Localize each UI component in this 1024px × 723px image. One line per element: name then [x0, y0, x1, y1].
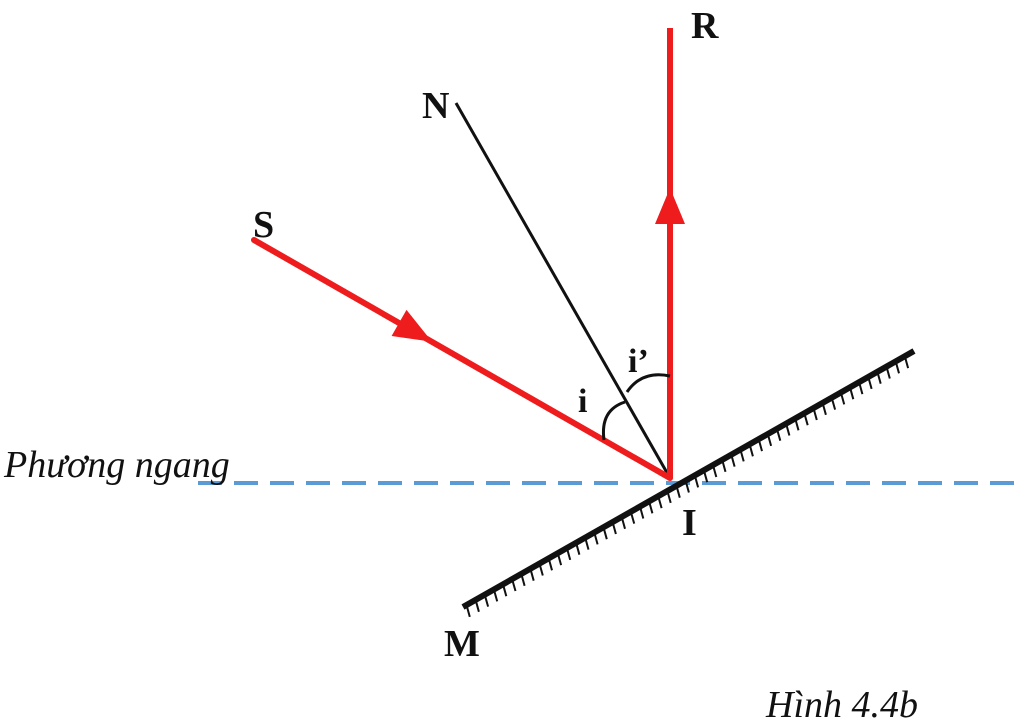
mirror-surface: [461, 348, 916, 610]
label-horizontal: Phương ngang: [3, 444, 230, 486]
reflected-ray-arrowhead: [655, 188, 685, 224]
label-reflected-point: R: [691, 5, 719, 47]
angle-arc-incidence: [601, 400, 626, 441]
incident-ray-arrowhead: [391, 309, 432, 342]
figure-caption: Hình 4.4b: [765, 684, 918, 723]
angle-arc-reflection: [625, 373, 671, 393]
label-angle-incidence: i: [578, 383, 587, 420]
normal-line: [454, 102, 672, 479]
incident-ray: [251, 237, 673, 481]
label-normal-point: N: [422, 85, 449, 127]
label-source-point: S: [253, 204, 274, 246]
label-incidence-point: I: [682, 502, 697, 544]
label-angle-reflection: i’: [628, 343, 649, 380]
label-mirror: M: [444, 623, 480, 665]
